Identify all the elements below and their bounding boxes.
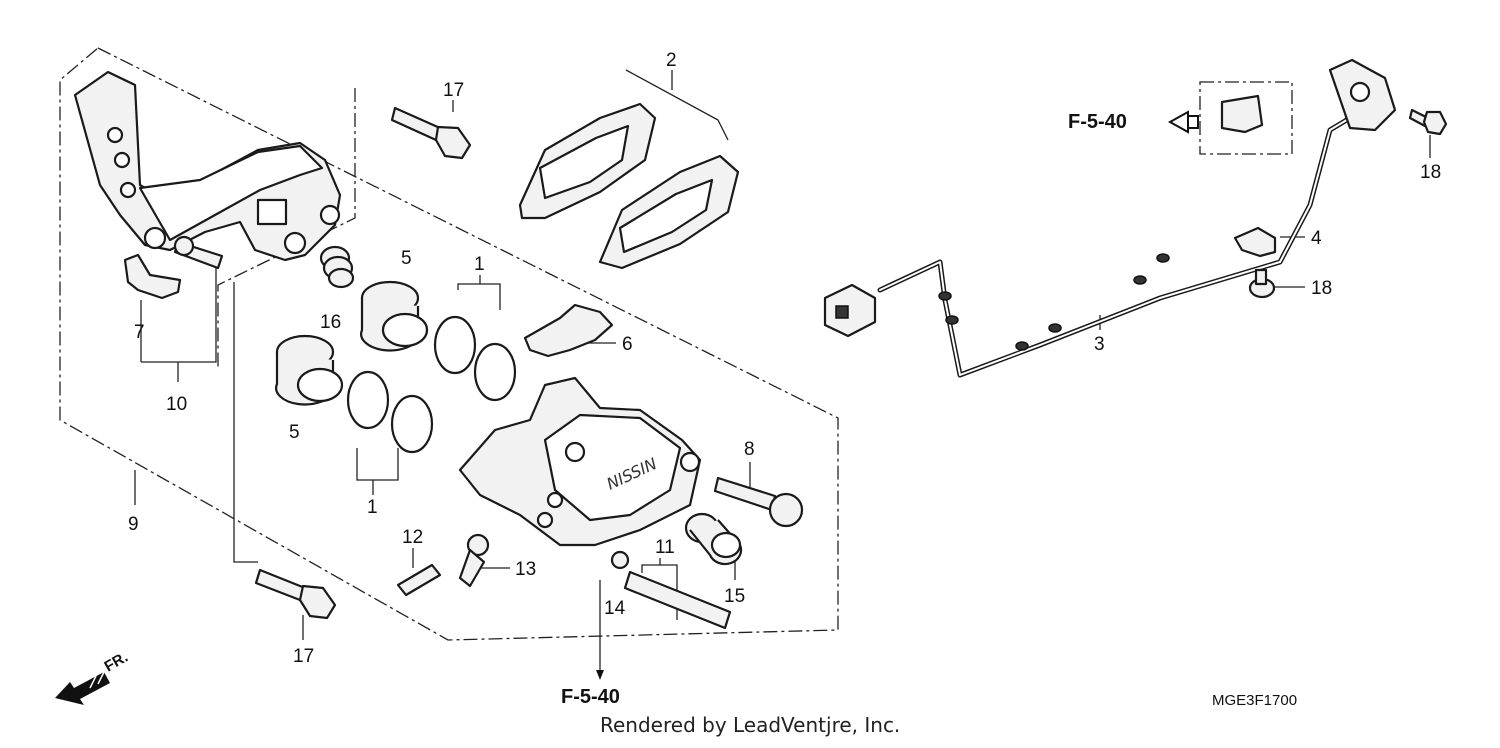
pin-cap — [684, 512, 743, 566]
callout-11: 11 — [655, 537, 675, 558]
sensor-bolt — [1408, 108, 1448, 136]
callout-4: 4 — [1311, 228, 1322, 249]
callout-18-lower: 18 — [1311, 278, 1332, 299]
callout-10: 10 — [166, 394, 187, 415]
caliper-assembly-boundary — [59, 47, 839, 641]
front-arrow-icon — [55, 671, 110, 705]
bolt-bottom — [254, 568, 337, 620]
callout-1-upper: 1 — [474, 254, 485, 275]
callout-17-upper: 17 — [443, 80, 464, 101]
wheel-speed-sensor — [823, 58, 1397, 378]
wire-clip — [1220, 94, 1264, 134]
brake-pads — [518, 102, 740, 270]
wire-guide — [1233, 226, 1277, 258]
clip-reference-box — [1199, 81, 1293, 155]
callout-5-upper: 5 — [401, 248, 412, 269]
callout-17-lower: 17 — [293, 646, 314, 667]
guide-bolt — [1248, 268, 1276, 299]
bracket-pin — [173, 235, 224, 270]
bleeder-valve — [396, 563, 442, 597]
pad-spring — [123, 253, 182, 300]
piston-seals — [346, 315, 517, 454]
bleeder-cap — [458, 533, 490, 588]
reference-label-top[interactable]: F-5-40 — [1068, 111, 1127, 133]
piston-upper — [360, 280, 429, 352]
callout-12: 12 — [402, 527, 423, 548]
pin-boot — [319, 245, 355, 289]
callout-5-lower: 5 — [289, 422, 300, 443]
render-credit: Rendered by LeadVentjre, Inc. — [600, 713, 900, 737]
slide-pin — [713, 476, 804, 528]
callout-16: 16 — [320, 312, 341, 333]
callout-14: 14 — [604, 598, 626, 619]
diagram-code: MGE3F1700 — [1212, 692, 1297, 709]
reference-label-bottom[interactable]: F-5-40 — [561, 686, 620, 708]
callout-1-lower: 1 — [367, 497, 378, 518]
callout-18-upper: 18 — [1420, 162, 1441, 183]
callout-numbers: 1 1 2 3 4 5 5 6 7 8 9 10 11 12 13 14 15 … — [128, 50, 1441, 667]
callout-2: 2 — [666, 50, 677, 71]
bolt-top — [390, 106, 472, 160]
caliper-body: NISSIN — [458, 376, 702, 547]
anti-rattle-spring — [523, 303, 614, 358]
piston-lower — [275, 334, 344, 406]
callout-6: 6 — [622, 334, 633, 355]
washer — [610, 550, 630, 570]
callout-15: 15 — [724, 586, 745, 607]
caliper-bracket — [73, 70, 342, 262]
callout-13: 13 — [515, 559, 536, 580]
callout-7: 7 — [134, 322, 145, 343]
callout-8: 8 — [744, 439, 755, 460]
callout-9: 9 — [128, 514, 139, 535]
leader-lines — [134, 69, 1431, 680]
front-indicator-label: FR. — [102, 649, 131, 676]
pin-bolt — [623, 570, 732, 630]
callout-3: 3 — [1094, 334, 1105, 355]
